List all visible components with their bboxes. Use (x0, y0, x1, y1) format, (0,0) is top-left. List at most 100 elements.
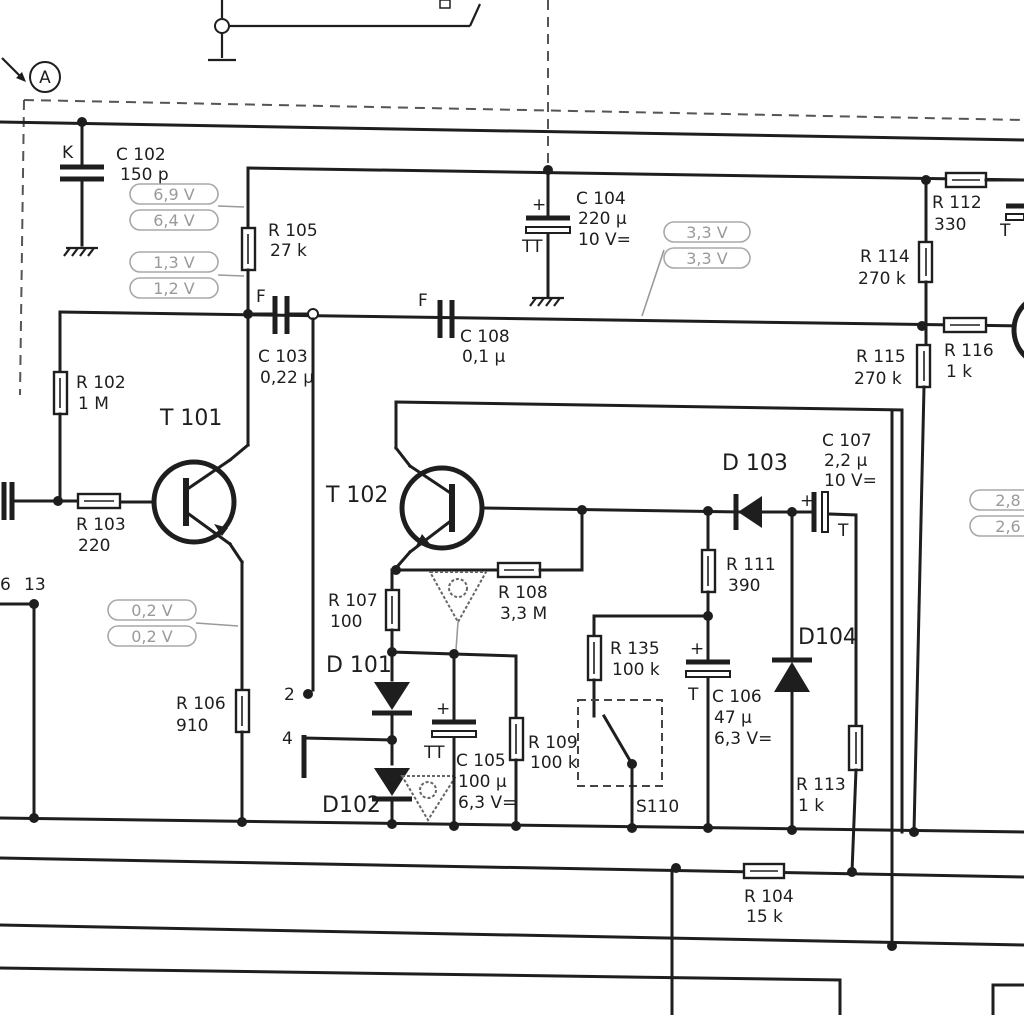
resistor-r108: R 108 3,3 M (391, 508, 584, 624)
svg-text:+: + (436, 699, 450, 719)
s110-name: S110 (636, 797, 679, 817)
switch-s110: S110 (577, 699, 679, 833)
volt-t101b-2: 1,2 V (153, 279, 195, 298)
marker-a-label: A (39, 68, 51, 88)
voltage-t101-collector: 6,9 V 6,4 V (129, 183, 245, 231)
resistor-r102: R 102 1 M (52, 310, 126, 502)
svg-text:T: T (999, 221, 1011, 241)
r135-value: 100 k (612, 660, 660, 680)
c105-name: C 105 (456, 751, 506, 771)
resistor-r135: R 135 100 k (586, 614, 710, 718)
r108-name: R 108 (498, 583, 548, 603)
r105-value: 27 k (270, 241, 307, 261)
r112-name: R 112 (932, 193, 982, 213)
resistor-r112: R 112 330 (921, 171, 1024, 235)
c103-tag: F (256, 287, 266, 307)
r103-value: 220 (78, 536, 110, 556)
resistor-r109: R 109 100 k (508, 654, 578, 831)
r106-name: R 106 (176, 694, 226, 714)
wire-terminal-2: 2 (284, 317, 315, 705)
capacitor-c103: F C 103 0,22 μ (243, 287, 319, 388)
c107-tag: T (837, 521, 849, 541)
d101-name: D 101 (326, 653, 392, 678)
resistor-r113: R 113 1 k (796, 724, 864, 877)
transistor-right-edge (1011, 301, 1024, 359)
resistor-r114: R 114 270 k (858, 178, 934, 347)
r102-value: 1 M (78, 394, 109, 414)
capacitor-c106: + T C 106 47 μ 6,3 V= (685, 639, 772, 833)
c102-name: C 102 (116, 145, 166, 165)
r105-name: R 105 (268, 221, 318, 241)
c106-tag: T (687, 685, 699, 705)
volt-t101c-2: 6,4 V (153, 211, 195, 230)
voltage-line-right: 3,3 V 3,3 V (641, 221, 751, 317)
c106-rating: 6,3 V= (714, 729, 772, 749)
voltage-edge-right: 2,8 2,6 (969, 489, 1024, 537)
c104-name: C 104 (576, 189, 626, 209)
capacitor-c104: + TT C 104 220 μ 10 V= (521, 165, 631, 307)
terminal-6-label: 6 (0, 575, 11, 595)
capacitor-right-edge: T (999, 203, 1024, 241)
c105-rating: 6,3 V= (458, 793, 516, 813)
terminal-4: 4 (282, 729, 397, 778)
r111-name: R 111 (726, 555, 776, 575)
r113-name: R 113 (796, 775, 846, 795)
t101-name: T 101 (159, 406, 222, 431)
r103-name: R 103 (76, 515, 126, 535)
c108-value: 0,1 μ (462, 347, 505, 367)
r108-value: 3,3 M (500, 604, 547, 624)
r112-value: 330 (934, 215, 966, 235)
r102-name: R 102 (76, 373, 126, 393)
r115-value: 270 k (854, 369, 902, 389)
terminal-4-label: 4 (282, 729, 293, 749)
c104-tag: TT (521, 237, 543, 257)
r135-name: R 135 (610, 639, 660, 659)
transistor-t101: T 101 (120, 406, 251, 565)
diode-d101: D 101 (326, 653, 412, 766)
c108-tag: F (418, 291, 428, 311)
volt-t101e-2: 0,2 V (131, 627, 173, 646)
r115-name: R 115 (856, 347, 906, 367)
resistor-r105: R 105 27 k (240, 166, 318, 447)
r107-value: 100 (330, 612, 362, 632)
top-terminal-area (208, 0, 549, 168)
r116-value: 1 k (946, 362, 972, 382)
terminal-2-label: 2 (284, 685, 295, 705)
c108-name: C 108 (460, 327, 510, 347)
transistor-t102: T 102 (325, 400, 904, 834)
r106-value: 910 (176, 716, 208, 736)
volt-right-1: 3,3 V (686, 223, 728, 242)
volt-edge-1: 2,8 (995, 491, 1020, 510)
diode-d103: D 103 (722, 451, 797, 530)
marker-a: A (1, 57, 61, 93)
capacitor-c102: K C 102 150 p (60, 117, 169, 257)
voltage-t101-base: 1,3 V 1,2 V (129, 251, 245, 299)
wire-right-drop (887, 408, 897, 951)
resistor-r107: R 107 100 (328, 568, 518, 682)
r114-value: 270 k (858, 269, 906, 289)
c103-value: 0,22 μ (260, 368, 314, 388)
volt-t101c-1: 6,9 V (153, 185, 195, 204)
capacitor-c107: + T C 107 2,2 μ 10 V= (790, 431, 877, 728)
c106-value: 47 μ (714, 708, 752, 728)
volt-t101b-1: 1,3 V (153, 253, 195, 272)
diode-d104: D104 (772, 510, 857, 835)
capacitor-c105: + TT C 105 100 μ 6,3 V= (423, 652, 516, 831)
thermal-marker-lower (400, 775, 458, 822)
r104-name: R 104 (744, 887, 794, 907)
c104-rating: 10 V= (578, 230, 631, 250)
resistor-r106: R 106 910 (176, 560, 251, 827)
svg-text:+: + (690, 639, 704, 659)
r107-name: R 107 (328, 591, 378, 611)
terminals-left: 6 13 (0, 575, 46, 823)
volt-edge-2: 2,6 (995, 517, 1020, 536)
board-outline (19, 99, 1024, 396)
r111-value: 390 (728, 576, 760, 596)
r109-value: 100 k (530, 753, 578, 773)
c102-value: 150 p (120, 165, 169, 185)
c104-value: 220 μ (578, 209, 627, 229)
resistor-r115: R 115 270 k (854, 343, 932, 837)
c105-value: 100 μ (458, 772, 507, 792)
volt-t101e-1: 0,2 V (131, 601, 173, 620)
